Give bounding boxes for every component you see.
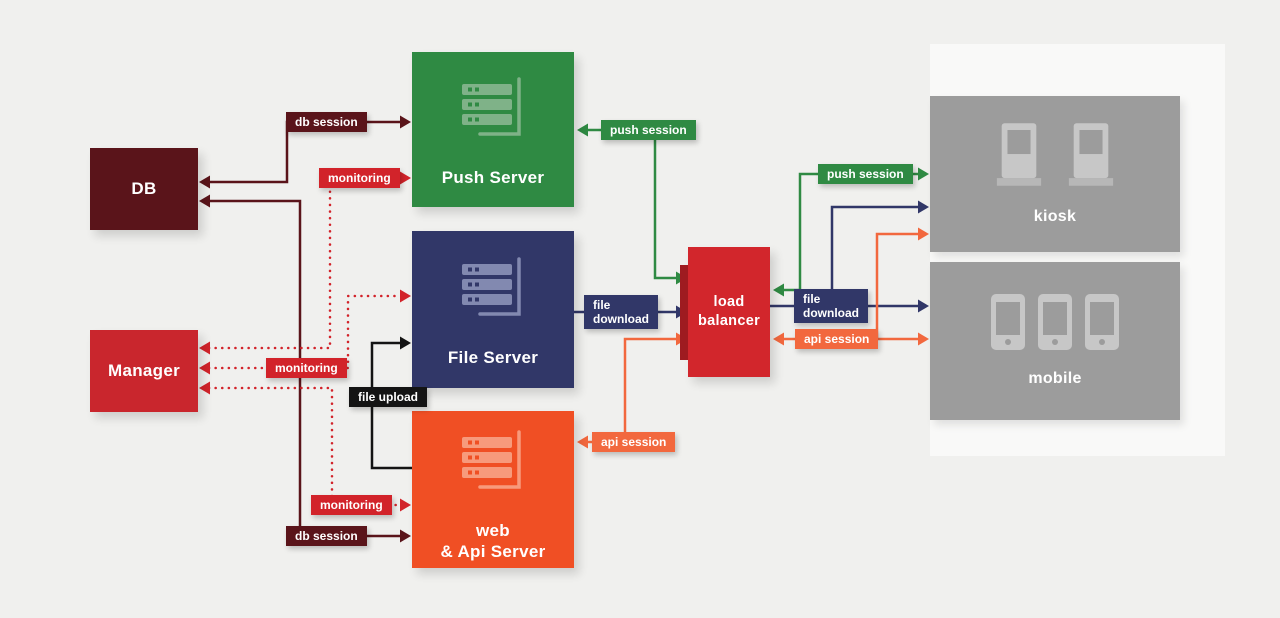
node-db: DB [90, 148, 198, 230]
load-balancer-label: load balancer [698, 293, 760, 331]
kiosk-icon-row [994, 122, 1116, 193]
node-load-balancer: load balancer [680, 247, 770, 377]
file-download-right-line2: download [803, 306, 859, 320]
load-balancer-label-line1: load [713, 294, 745, 310]
edge-label-api-session-left: api session [592, 432, 676, 452]
edge-monitoring-push [199, 171, 411, 355]
db-label: DB [131, 179, 157, 198]
edge-label-push-session-right: push session [818, 164, 913, 184]
edge-label-monitoring-bottom: monitoring [311, 495, 392, 515]
edge-monitoring-web [199, 381, 411, 512]
edge-monitoring-file [199, 289, 411, 375]
edge-label-push-session-left: push session [601, 120, 696, 140]
node-mobile: mobile [930, 262, 1180, 420]
kiosk-terminal-icon [994, 122, 1044, 193]
web-api-label-line2: & Api Server [440, 542, 546, 561]
node-kiosk: kiosk [930, 96, 1180, 252]
load-balancer-label-line2: balancer [697, 313, 761, 329]
mobile-label: mobile [1028, 370, 1082, 387]
push-server-label: Push Server [441, 168, 545, 187]
edge-label-monitoring-top: monitoring [319, 168, 400, 188]
node-file-server: File Server [412, 231, 574, 388]
node-manager: Manager [90, 330, 198, 412]
server-rack-icon [460, 256, 526, 335]
server-rack-icon [460, 429, 526, 508]
edge-push-session-left [577, 123, 687, 285]
node-push-server: Push Server [412, 52, 574, 207]
file-download-right-line1: file [803, 292, 821, 306]
mobile-phone-icon [1038, 294, 1072, 355]
file-server-label: File Server [447, 348, 539, 367]
node-web-api-server: web & Api Server [412, 411, 574, 568]
edge-label-db-session-top: db session [286, 112, 367, 132]
edge-push-session-right [773, 167, 929, 297]
server-rack-icon [460, 76, 526, 155]
file-download-left-line1: file [593, 298, 611, 312]
edge-label-monitoring-mid: monitoring [266, 358, 347, 378]
kiosk-label: kiosk [1033, 208, 1077, 225]
kiosk-terminal-icon [1066, 122, 1116, 193]
edge-label-file-upload: file upload [349, 387, 427, 407]
web-api-server-label: web & Api Server [440, 520, 545, 562]
mobile-phone-icon [991, 294, 1025, 355]
edge-label-file-download-right: file download [794, 289, 868, 323]
mobile-phone-icon [1085, 294, 1119, 355]
mobile-icon-row [991, 294, 1119, 355]
edge-label-db-session-bottom: db session [286, 526, 367, 546]
manager-label: Manager [107, 361, 180, 380]
edge-api-session-right [773, 227, 929, 346]
edge-label-file-download-left: file download [584, 295, 658, 329]
web-api-label-line1: web [476, 521, 510, 540]
edge-label-api-session-right: api session [795, 329, 879, 349]
file-download-left-line2: download [593, 312, 649, 326]
